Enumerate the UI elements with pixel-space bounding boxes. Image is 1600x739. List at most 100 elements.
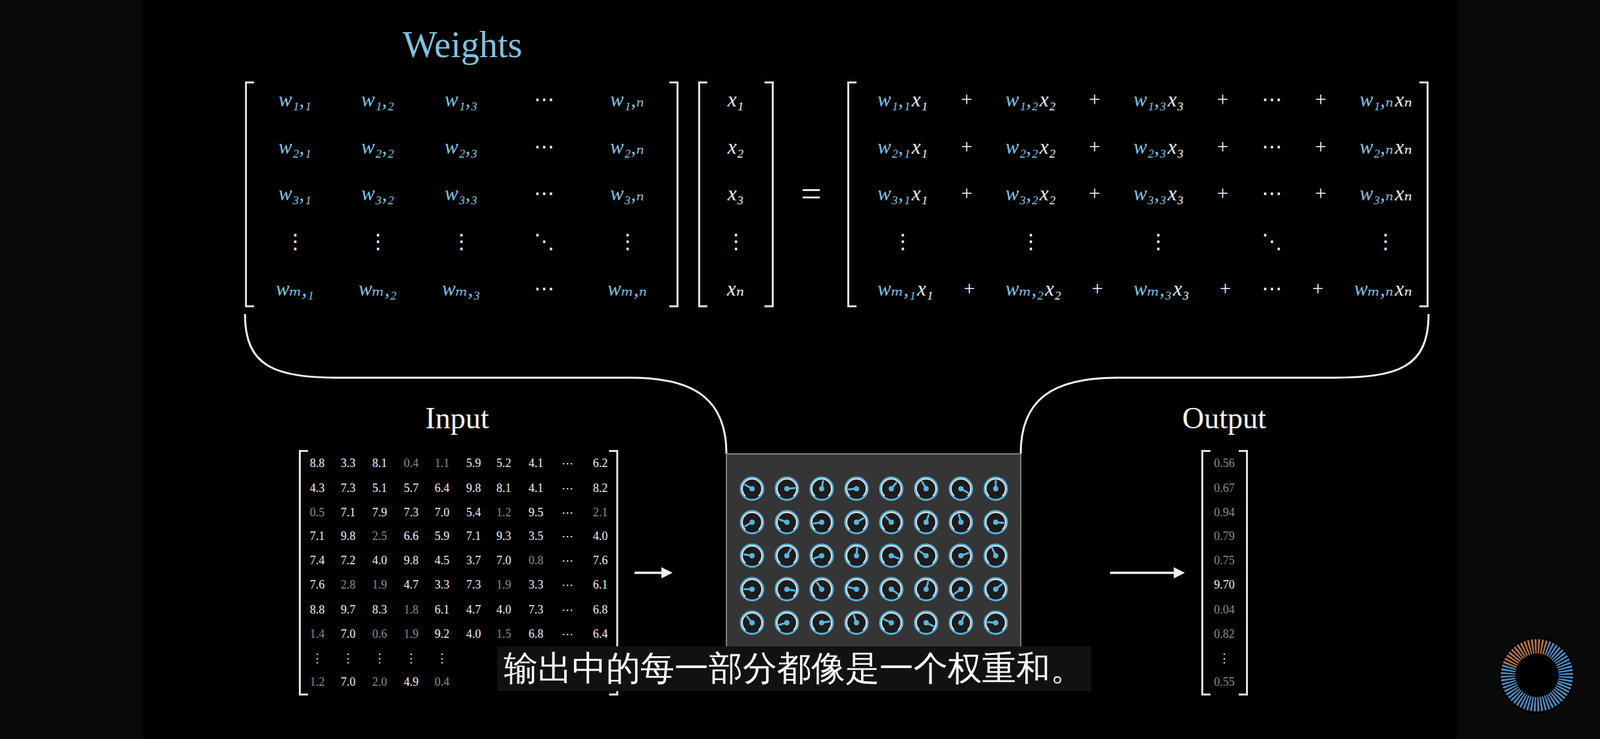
matrix-entry: ⋯ xyxy=(561,456,574,471)
matrix-entry: ⋮ xyxy=(1218,651,1231,666)
matrix-entry: 3.3 xyxy=(340,456,356,471)
gauge-dial xyxy=(845,611,868,634)
matrix-entry: + xyxy=(1091,277,1103,301)
gauge-dial xyxy=(984,611,1007,634)
matrix-entry: x₂ xyxy=(727,135,745,159)
matrix-entry: 6.8 xyxy=(528,627,544,642)
matrix-entry: ⋮ xyxy=(342,651,355,666)
matrix-entry: w₁,₂ xyxy=(361,88,395,112)
matrix-entry: wₘ,₁ xyxy=(877,277,916,301)
matrix-entry: 4.9 xyxy=(403,675,420,689)
matrix-entry: w₃,ₙ xyxy=(610,181,645,206)
matrix-entry: ⋮ xyxy=(725,229,747,254)
matrix-entry: xₙ xyxy=(1395,88,1413,112)
matrix-entry: 7.0 xyxy=(340,675,356,689)
matrix-entry: 6.1 xyxy=(593,577,609,592)
matrix-entry: 7.2 xyxy=(340,553,356,568)
matrix-entry: + xyxy=(1088,181,1101,206)
matrix-entry: x₁ xyxy=(911,88,929,112)
matrix-entry: 1.8 xyxy=(403,602,420,617)
matrix-entry: w₃,₂ xyxy=(361,181,395,206)
matrix-entry: xₙ xyxy=(1395,181,1413,206)
matrix-entry: 6.6 xyxy=(403,529,420,544)
matrix-entry: 8.8 xyxy=(310,456,326,471)
matrix-entry: 4.1 xyxy=(528,481,544,496)
brace-curve xyxy=(1020,313,1429,454)
matrix-entry: + xyxy=(1217,88,1229,112)
gauge-dial xyxy=(740,477,764,500)
gauge-dial xyxy=(810,477,833,500)
matrix-entry: 7.1 xyxy=(310,529,326,544)
matrix-entry: 7.9 xyxy=(372,505,388,520)
flow-arrow xyxy=(634,571,664,575)
gauge-dial xyxy=(914,611,938,634)
matrix-entry: 2.5 xyxy=(372,529,388,544)
matrix-entry: wₘ,₃ xyxy=(1133,277,1172,301)
matrix-entry: 8.8 xyxy=(310,602,326,617)
bracket-line xyxy=(1238,450,1248,695)
matrix-entry: 0.4 xyxy=(403,456,420,471)
matrix-entry: ⋯ xyxy=(561,577,574,592)
bracket-line xyxy=(699,82,709,307)
matrix-entry: 6.4 xyxy=(593,627,609,642)
gauge-dial xyxy=(984,511,1007,534)
matrix-entry: 0.94 xyxy=(1213,505,1235,520)
matrix-entry: 9.8 xyxy=(340,529,356,544)
matrix-heading: Weights xyxy=(402,23,523,66)
matrix-entry: 9.8 xyxy=(466,481,482,496)
matrix-entry: x₁ xyxy=(911,135,929,159)
matrix-entry: xₙ xyxy=(727,277,745,301)
matrix-entry: ⋯ xyxy=(533,88,555,112)
gauge-dial xyxy=(845,511,868,534)
gauge-dial xyxy=(949,577,973,601)
gauge-dial xyxy=(949,611,973,634)
matrix-entry: ⋯ xyxy=(1261,135,1283,159)
matrix-entry: + xyxy=(1088,88,1101,112)
matrix-entry: 2.8 xyxy=(340,577,356,592)
matrix-entry: w₂,₃ xyxy=(1133,135,1167,159)
matrix-entry: 0.79 xyxy=(1213,529,1235,544)
gauge-dial xyxy=(880,477,903,500)
matrix-entry: ⋮ xyxy=(405,651,418,666)
weight-matrix: Weightsw₁,₁w₁,₂w₁,₃⋯w₁,ₙw₂,₁w₂,₂w₂,₃⋯w₂,… xyxy=(244,81,679,308)
matrix-entry: ⋯ xyxy=(533,277,555,301)
matrix-entry: 7.0 xyxy=(340,627,356,642)
matrix-entry: w₂,ₙ xyxy=(610,135,645,159)
bracket-line xyxy=(764,82,774,307)
matrix-entry: 7.3 xyxy=(528,602,544,617)
matrix-entry: + xyxy=(1219,277,1231,301)
matrix-entry: + xyxy=(1217,181,1229,206)
bracket-line xyxy=(669,82,678,307)
matrix-entry: x₃ xyxy=(727,181,745,206)
matrix-entry: 5.1 xyxy=(372,481,388,496)
matrix-entry: wₘ,ₙ xyxy=(1354,277,1394,301)
matrix-entry: 7.3 xyxy=(340,481,356,496)
matrix-entry: 3.3 xyxy=(528,577,544,592)
matrix-entry: w₃,₂ xyxy=(1005,181,1039,206)
matrix-entry: ⋯ xyxy=(1261,88,1283,112)
matrix-entry: ⋯ xyxy=(1261,181,1283,206)
matrix-entry: w₂,₂ xyxy=(361,135,395,159)
matrix-entry: 9.2 xyxy=(434,627,450,642)
matrix-entry: x₂ xyxy=(1044,277,1062,301)
matrix-entry: ⋯ xyxy=(561,627,574,642)
matrix-heading: Output xyxy=(1182,401,1267,437)
matrix-entry: 8.1 xyxy=(372,456,388,471)
matrix-entry: ⋯ xyxy=(561,529,574,544)
matrix-entry: 4.3 xyxy=(310,481,326,496)
matrix-entry: 4.5 xyxy=(434,553,450,568)
input-vector: x₁x₂x₃⋮xₙ xyxy=(698,81,774,308)
matrix-entry: w₃,₁ xyxy=(877,181,911,206)
bracket-line xyxy=(246,82,255,307)
matrix-entry: 4.7 xyxy=(403,577,420,592)
matrix-entry: ⋮ xyxy=(1148,229,1169,254)
matrix-entry: 2.1 xyxy=(593,505,609,520)
matrix-entry: 4.0 xyxy=(496,602,512,617)
matrix-entry: 6.8 xyxy=(593,602,609,617)
matrix-entry: ⋮ xyxy=(367,229,389,254)
matrix-entry: w₂,₁ xyxy=(877,135,911,159)
matrix-entry: 1.9 xyxy=(496,577,512,592)
gauge-dial xyxy=(810,577,833,601)
matrix-entry: x₂ xyxy=(1039,181,1057,206)
background-panel xyxy=(143,0,1457,739)
